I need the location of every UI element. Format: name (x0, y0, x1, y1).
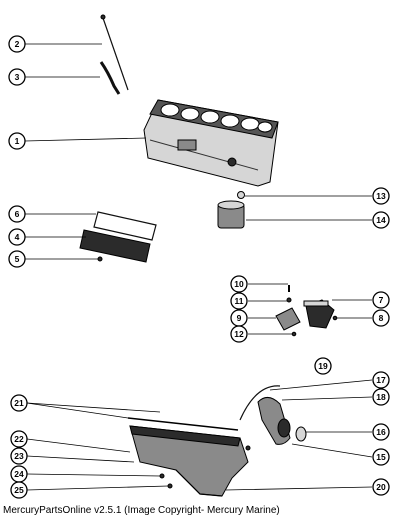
pan-drain-part (159, 445, 251, 489)
callout-21-label: 21 (14, 398, 24, 408)
callout-7: 7 (372, 291, 390, 309)
callout-21: 21 (10, 394, 28, 412)
callout-19: 19 (314, 357, 332, 375)
screw-part (97, 256, 103, 262)
callout-17: 17 (372, 371, 390, 389)
callout-5: 5 (8, 250, 26, 268)
pump-body-part (303, 299, 335, 329)
callout-12: 12 (230, 325, 248, 343)
callout-22: 22 (10, 430, 28, 448)
callout-15-label: 15 (376, 452, 386, 462)
callout-13-label: 13 (376, 191, 386, 201)
callout-19-label: 19 (318, 361, 328, 371)
pump-bolt-part (291, 315, 338, 337)
callout-14: 14 (372, 211, 390, 229)
callout-15: 15 (372, 448, 390, 466)
callout-24-label: 24 (14, 469, 24, 479)
callout-10-label: 10 (234, 279, 244, 289)
callout-20-label: 20 (376, 482, 386, 492)
callout-14-label: 14 (376, 215, 386, 225)
callout-7-label: 7 (379, 295, 384, 305)
callout-23-label: 23 (14, 451, 24, 461)
oil-pan-part (129, 425, 249, 497)
callout-1-label: 1 (15, 136, 20, 146)
cylinder-block-part (143, 99, 279, 187)
callout-11: 11 (230, 292, 248, 310)
callout-3: 3 (8, 68, 26, 86)
timing-cover-part (257, 397, 291, 445)
callout-24: 24 (10, 465, 28, 483)
callout-22-label: 22 (14, 434, 24, 444)
callout-23: 23 (10, 447, 28, 465)
dipstick-tube-part (99, 61, 121, 95)
callout-4: 4 (8, 228, 26, 246)
callout-13: 13 (372, 187, 390, 205)
callout-8: 8 (372, 309, 390, 327)
leader-lines (24, 43, 373, 491)
callout-11-label: 11 (235, 296, 244, 306)
callout-2-label: 2 (15, 39, 20, 49)
cover-plate-part (79, 229, 151, 263)
callout-10: 10 (230, 275, 248, 293)
callout-25: 25 (10, 481, 28, 499)
callout-16-label: 16 (376, 427, 386, 437)
callout-4-label: 4 (15, 232, 20, 242)
copyright-footer: MercuryPartsOnline v2.5.1 (Image Copyrig… (3, 505, 280, 516)
callout-17-label: 17 (376, 375, 386, 385)
oil-filter-part (217, 200, 245, 229)
callout-12-label: 12 (234, 329, 244, 339)
callout-1: 1 (8, 132, 26, 150)
callout-20: 20 (372, 478, 390, 496)
callout-9-label: 9 (237, 313, 242, 323)
callout-9: 9 (230, 309, 248, 327)
seal-part (295, 426, 307, 442)
callout-18: 18 (372, 388, 390, 406)
callout-18-label: 18 (376, 392, 386, 402)
timing-gasket-part (239, 385, 281, 421)
dipstick-part (100, 14, 129, 91)
callout-25-label: 25 (14, 485, 24, 495)
callout-16: 16 (372, 423, 390, 441)
filter-fitting-part (237, 191, 245, 199)
pan-gasket-part (127, 417, 239, 431)
callout-6-label: 6 (15, 209, 20, 219)
pump-screen-part (275, 307, 301, 331)
callout-6: 6 (8, 205, 26, 223)
callout-8-label: 8 (379, 313, 384, 323)
pump-pin-part (286, 285, 292, 303)
callout-3-label: 3 (15, 72, 20, 82)
callout-5-label: 5 (15, 254, 20, 264)
callout-2: 2 (8, 35, 26, 53)
gasket-part (93, 211, 157, 241)
